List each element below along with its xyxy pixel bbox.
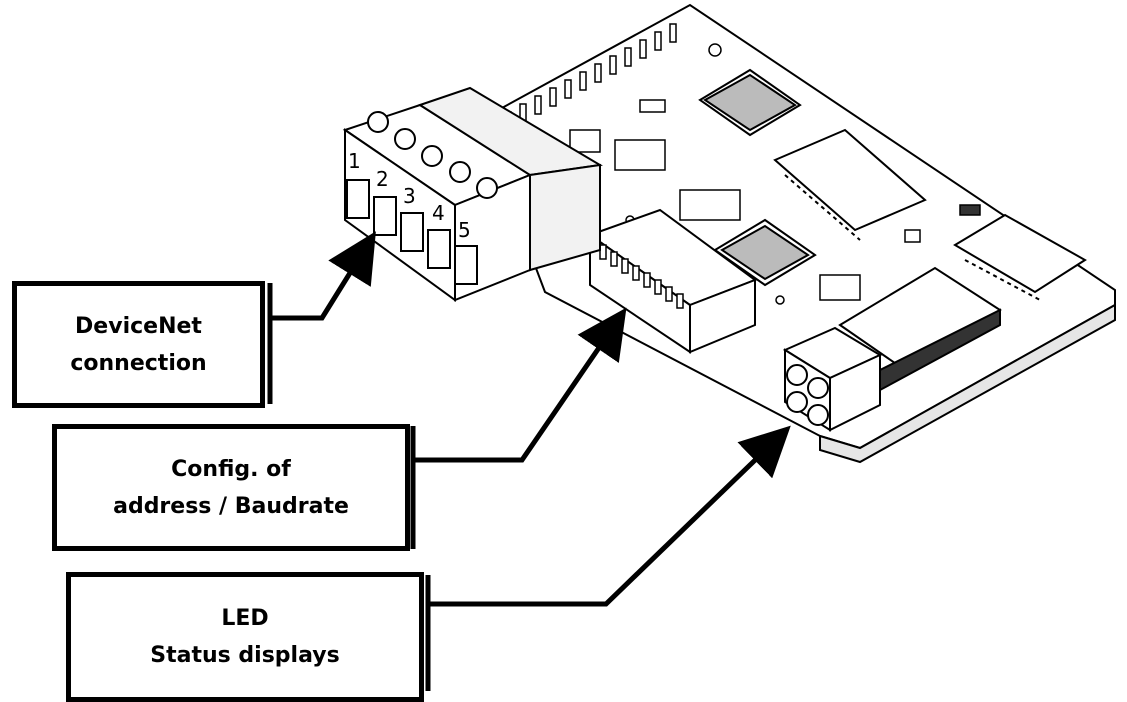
callout-led-line2: Status displays xyxy=(150,637,339,674)
callout-devicenet-line1: DeviceNet xyxy=(70,308,206,345)
pin-label-3: 3 xyxy=(403,184,416,208)
callout-led-status-displays: LED Status displays xyxy=(66,572,424,702)
arrow-config xyxy=(413,320,618,460)
callout-led-line1: LED xyxy=(150,600,339,637)
pin-label-5: 5 xyxy=(458,218,471,242)
callout-devicenet-connection: DeviceNet connection xyxy=(12,281,265,408)
callout-devicenet-line2: connection xyxy=(70,345,206,382)
pin-label-4: 4 xyxy=(432,201,445,225)
callout-config-line2: address / Baudrate xyxy=(113,488,349,525)
arrow-devicenet xyxy=(270,244,368,318)
pin-label-1: 1 xyxy=(348,149,361,173)
callout-config-line1: Config. of xyxy=(113,451,349,488)
callout-config-address-baudrate: Config. of address / Baudrate xyxy=(52,424,410,551)
pin-label-2: 2 xyxy=(376,167,389,191)
